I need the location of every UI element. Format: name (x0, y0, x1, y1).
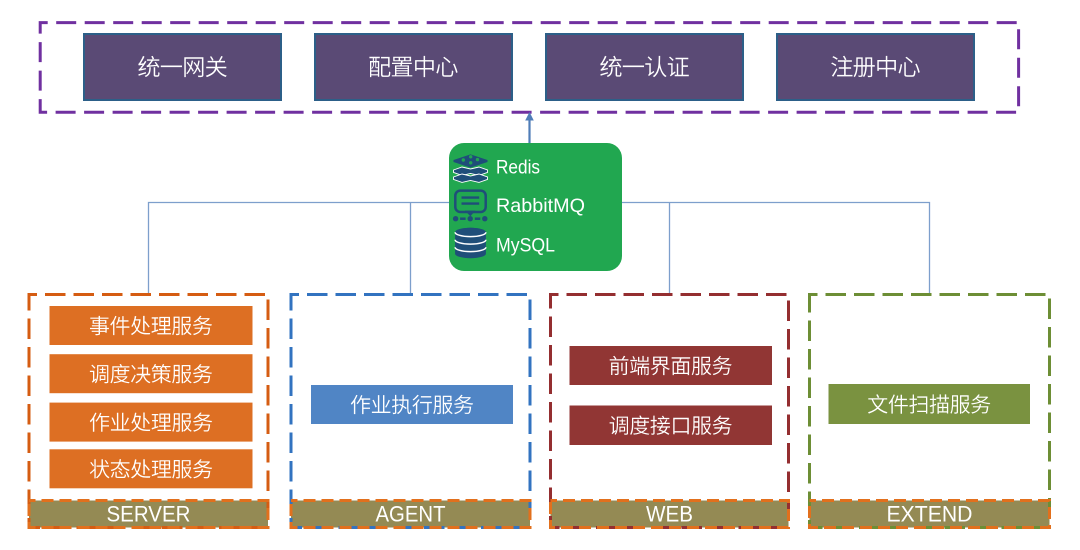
svg-text:WEB: WEB (646, 502, 693, 527)
svg-text:AGENT: AGENT (376, 502, 446, 527)
svg-text:Redis: Redis (496, 157, 540, 179)
svg-text:EXTEND: EXTEND (887, 502, 973, 527)
svg-text:RabbitMQ: RabbitMQ (496, 195, 585, 217)
svg-text:SERVER: SERVER (107, 502, 191, 527)
svg-text:MySQL: MySQL (496, 235, 555, 257)
